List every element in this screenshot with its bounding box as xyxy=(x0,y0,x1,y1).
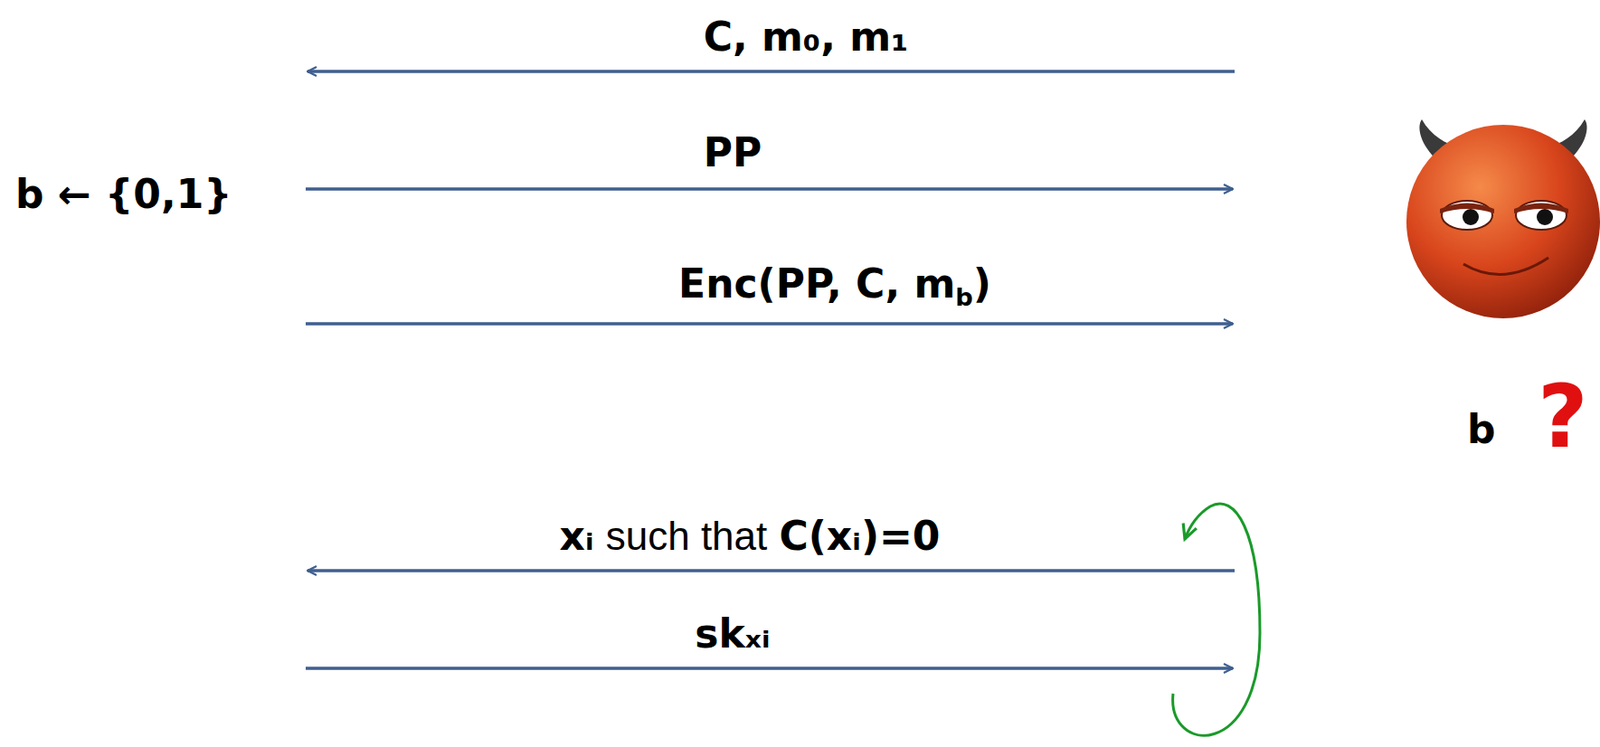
label-text: ) xyxy=(973,260,992,307)
devil-icon xyxy=(1406,119,1600,319)
label-text: C(xᵢ)=0 xyxy=(778,512,940,559)
message-label: b ← {0,1} xyxy=(15,171,233,219)
message-label: Enc(PP, C, mb) xyxy=(678,261,992,312)
arrow-right xyxy=(305,666,1233,671)
arrow-right xyxy=(305,321,1233,326)
label-text: Enc(PP, C, m xyxy=(678,260,956,307)
arrow-right xyxy=(305,187,1233,191)
message-label: C, m₀, m₁ xyxy=(703,14,909,62)
message-label: xᵢsuch thatC(xᵢ)=0 xyxy=(559,513,941,561)
message-label: ? xyxy=(1537,367,1589,468)
label-text: PP xyxy=(703,129,763,176)
label-text: ? xyxy=(1537,366,1589,468)
message-label: b xyxy=(1467,407,1496,455)
label-text: xᵢ xyxy=(559,512,595,559)
arrow-left xyxy=(307,69,1235,74)
label-text: b xyxy=(1467,406,1496,453)
arrow-left xyxy=(307,568,1235,573)
label-text: skₓᵢ xyxy=(694,610,770,657)
label-text: b ← {0,1} xyxy=(15,170,233,218)
label-text: C, m₀, m₁ xyxy=(703,13,909,60)
label-text: b xyxy=(955,283,974,312)
repeat-loop xyxy=(1173,503,1260,736)
message-label: skₓᵢ xyxy=(694,611,770,659)
message-label: PP xyxy=(703,130,763,178)
label-text: such that xyxy=(605,513,768,559)
